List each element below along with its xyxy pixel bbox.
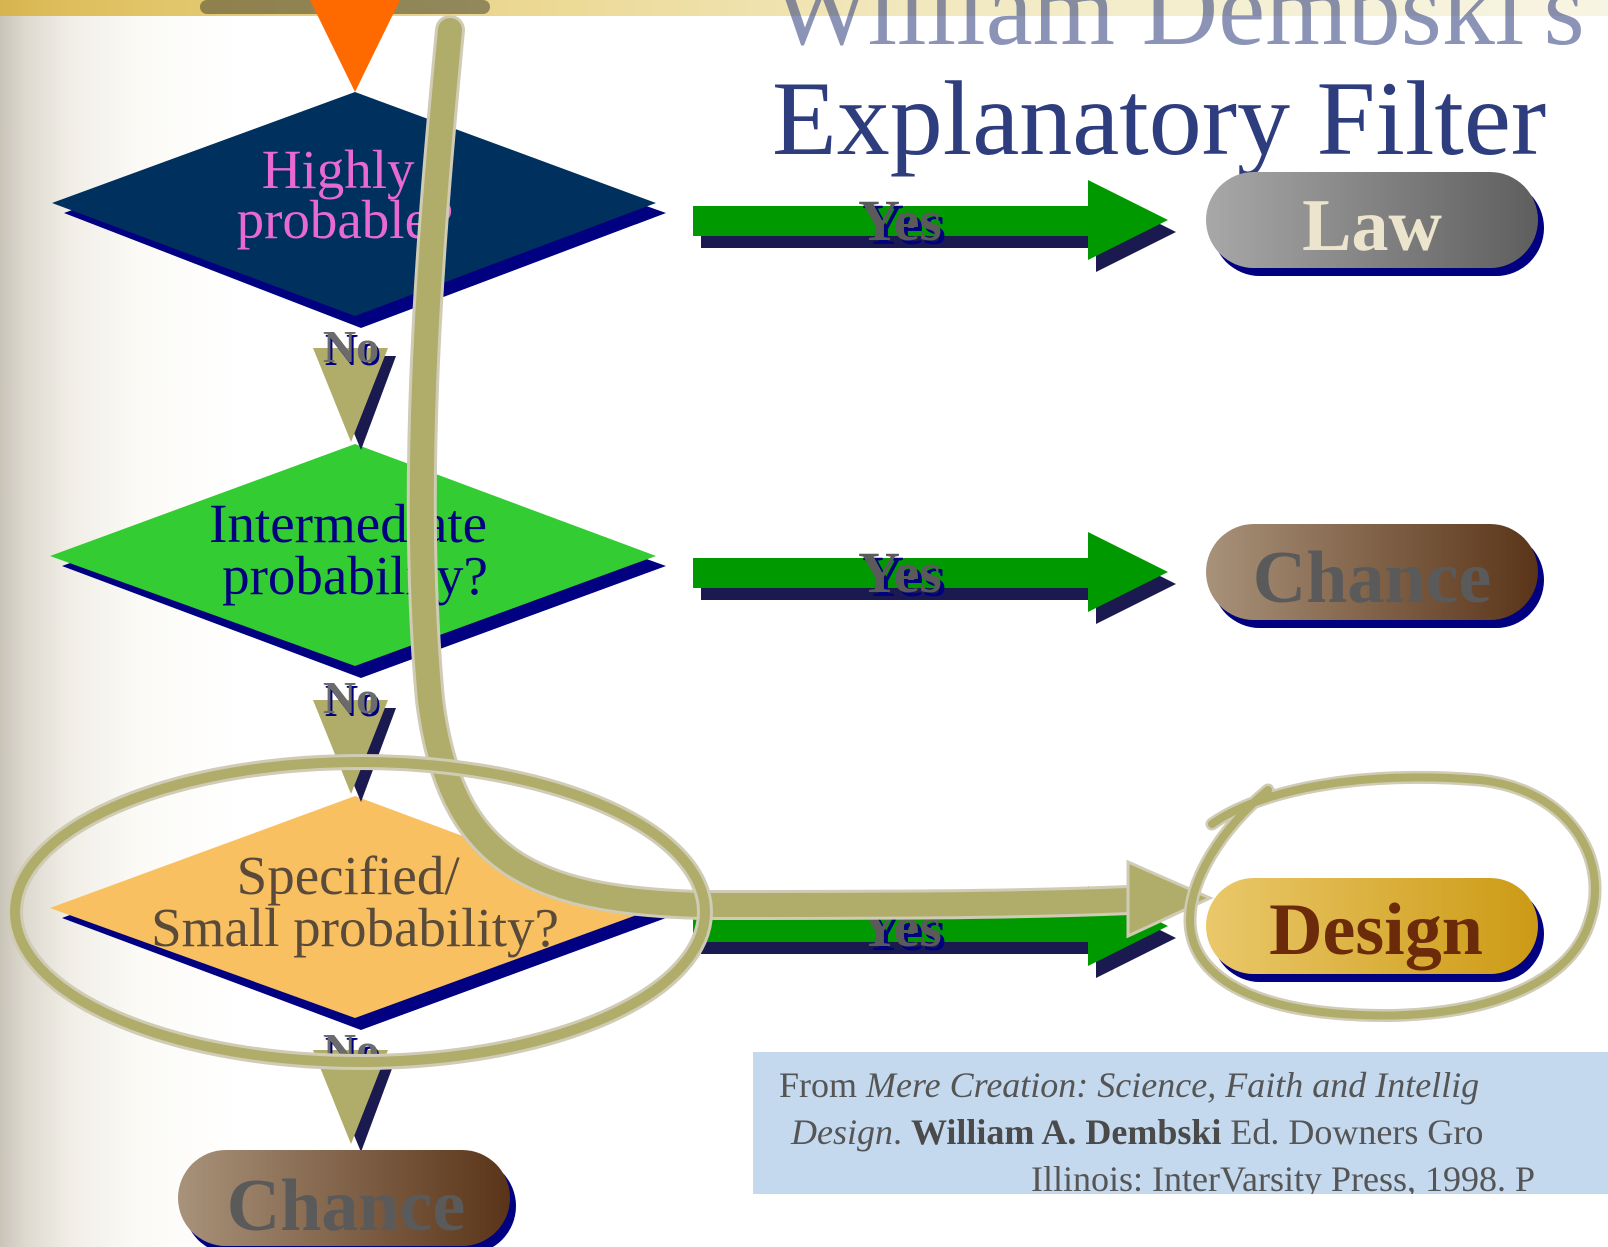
annotation-overlay: [7, 15, 1602, 1070]
decision-specified-line1: Specified/: [237, 845, 461, 906]
svg-text:Intermediate probability: Intermediate probability?: [209, 493, 501, 606]
citation-book-title-a: Mere Creation: Science, Faith and Intell…: [866, 1065, 1480, 1105]
title-line-2: Explanatory Filter: [772, 60, 1547, 177]
citation-after-title: .: [893, 1112, 911, 1152]
citation-author: William A. Dembski: [911, 1112, 1222, 1152]
start-arrow-head: [310, 0, 400, 92]
yes-arrow-2: Yes Yes: [693, 532, 1176, 624]
outcome-chance-right-pill: [1206, 524, 1538, 620]
outcome-design-label: Design: [1269, 889, 1483, 971]
outcome-law-pill: [1206, 172, 1538, 268]
citation-box: From Mere Creation: Science, Faith and I…: [753, 1052, 1608, 1194]
no-label-1: No: [323, 321, 379, 372]
no-arrow-1: No No: [313, 321, 396, 450]
outcome-chance-right: Chance: [1206, 524, 1544, 628]
citation-line-1: From Mere Creation: Science, Faith and I…: [779, 1062, 1608, 1109]
decision-intermediate-probability: Intermediate probability?: [50, 444, 666, 678]
no-arrow-2: No No: [313, 672, 396, 802]
decision-intermediate-line1: Intermediate: [209, 493, 487, 554]
outcome-law-label: Law: [1302, 185, 1442, 267]
decision-highly-line1: Highly: [262, 139, 415, 200]
yes-arrow-3: Yes Yes: [693, 886, 1176, 978]
outcome-law: Law: [1206, 172, 1544, 276]
outcome-chance-bottom: Chance: [178, 1150, 516, 1247]
outcome-design: Design: [1206, 878, 1544, 982]
svg-text:Specified/ Small probabi: Specified/ Small probability?: [151, 845, 559, 958]
outcome-chance-bottom-label: Chance: [227, 1165, 465, 1247]
decision-intermediate-line2: probability?: [222, 545, 488, 606]
no-arrow-3: No No: [313, 1024, 396, 1152]
no-label-2: No: [323, 672, 379, 723]
citation-publisher-a: Ed. Downers Gro: [1221, 1112, 1484, 1152]
start-arrow: [200, 0, 490, 92]
yes-label-1: Yes: [858, 188, 942, 253]
yes-arrow-1: Yes Yes: [693, 180, 1176, 272]
annotation-curved-arrow-head: [1126, 859, 1214, 939]
yes-label-shadow-2: Yes: [862, 544, 946, 609]
slide-title: William Dembski's Explanatory Filter: [772, 0, 1608, 174]
no-label-shadow-1: No: [325, 324, 381, 375]
citation-line-2: Design. William A. Dembski Ed. Downers G…: [779, 1109, 1608, 1156]
decision-highly-probable: Highly probable?: [52, 92, 666, 328]
citation-prefix: From: [779, 1065, 867, 1105]
outcome-chance-right-label: Chance: [1253, 537, 1491, 619]
no-label-shadow-2: No: [325, 675, 381, 726]
decision-specified-small-probability: Specified/ Small probability?: [50, 796, 666, 1030]
citation-line-3: Illinois: InterVarsity Press, 1998. P: [1031, 1159, 1535, 1194]
citation-book-title-b: Design: [791, 1112, 893, 1152]
yes-label-shadow-1: Yes: [862, 192, 946, 257]
title-line-1: William Dembski's: [772, 0, 1585, 67]
outcome-design-pill: [1206, 878, 1538, 974]
outcome-chance-bottom-pill: [178, 1150, 510, 1246]
decision-specified-line2: Small probability?: [151, 897, 559, 958]
yes-label-2: Yes: [858, 540, 942, 605]
